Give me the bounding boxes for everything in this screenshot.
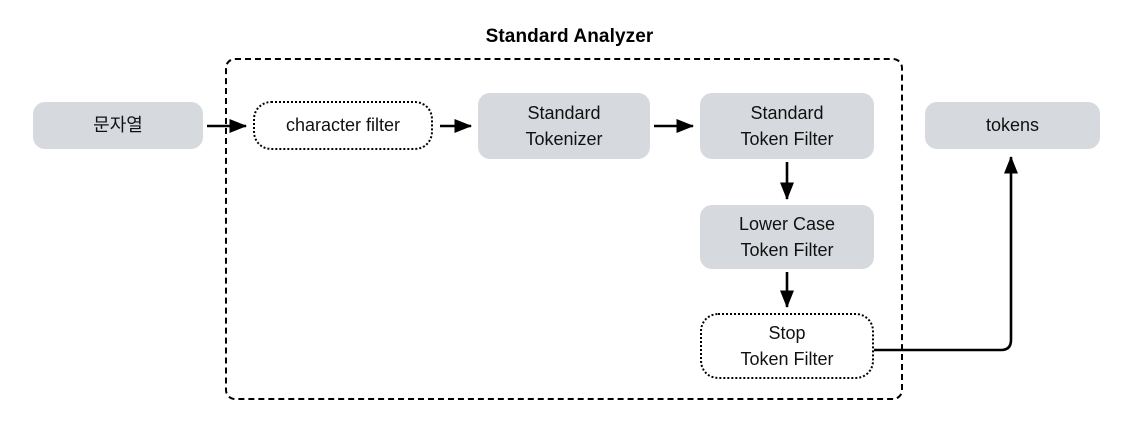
node-lowercase-token-filter-label-line1: Lower Case (738, 213, 836, 234)
node-stop-token-filter[interactable]: Stop Token Filter (700, 313, 874, 379)
node-input-string-label: 문자열 (93, 115, 143, 136)
node-standard-tokenizer-label-line1: Standard (527, 102, 601, 123)
node-standard-tokenizer[interactable]: Standard Tokenizer (478, 93, 650, 159)
node-standard-token-filter-label-line1: Standard (750, 102, 824, 123)
node-tokens-output-label: tokens (985, 115, 1040, 136)
page-title: Standard Analyzer (485, 26, 654, 47)
node-stop-token-filter-label-line1: Stop (768, 322, 806, 343)
node-stop-token-filter-label-line2: Token Filter (740, 349, 834, 369)
node-character-filter[interactable]: character filter (253, 101, 433, 150)
node-input-string[interactable]: 문자열 (33, 102, 203, 149)
node-lowercase-token-filter[interactable]: Lower Case Token Filter (700, 205, 874, 269)
node-standard-token-filter[interactable]: Standard Token Filter (700, 93, 874, 159)
node-standard-tokenizer-label-line2: Tokenizer (525, 129, 603, 149)
node-character-filter-label: character filter (285, 115, 401, 136)
node-lowercase-token-filter-label-line2: Token Filter (740, 240, 834, 260)
node-standard-token-filter-label-line2: Token Filter (740, 129, 834, 149)
node-tokens-output[interactable]: tokens (925, 102, 1100, 149)
